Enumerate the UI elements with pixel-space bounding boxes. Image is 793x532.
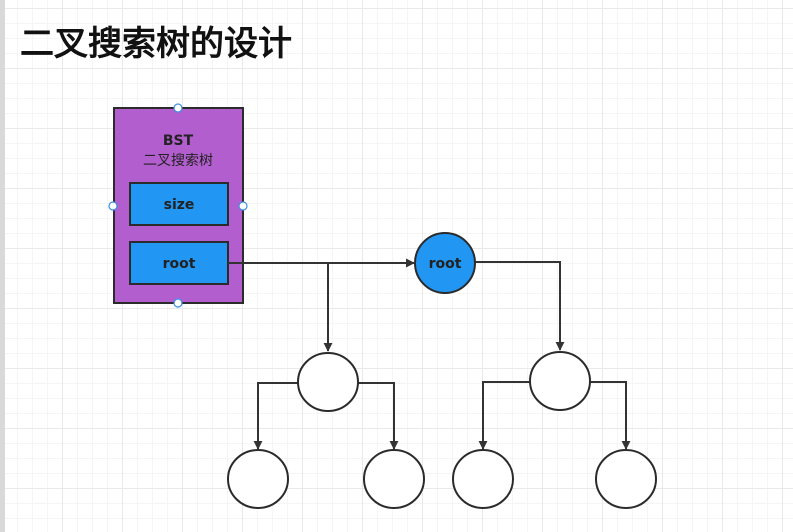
right-right-node[interactable] (595, 449, 657, 509)
resize-handle-top[interactable] (173, 103, 183, 113)
edge-root-to-right-child[interactable] (475, 261, 565, 351)
left-left-node[interactable] (227, 449, 289, 509)
canvas-left-edge (0, 0, 5, 532)
bst-class-box[interactable]: BST 二叉搜索树 size root (108, 103, 248, 308)
root-field-label: root (163, 256, 196, 272)
resize-handle-bottom[interactable] (173, 298, 183, 308)
edge-right-child-to-right-left[interactable] (478, 381, 531, 450)
edge-left-child-to-left-right[interactable] (357, 382, 399, 450)
bst-class-name: BST (163, 133, 194, 149)
left-child-node[interactable] (297, 352, 359, 412)
right-child-node[interactable] (529, 351, 591, 411)
right-left-node[interactable] (452, 449, 514, 509)
size-field[interactable] (129, 182, 229, 226)
root-node-label: root (429, 256, 462, 272)
resize-handle-left[interactable] (108, 201, 118, 211)
edge-left-child-to-left-left[interactable] (253, 382, 298, 450)
resize-handle-right[interactable] (238, 201, 248, 211)
root-node[interactable]: root (414, 232, 476, 294)
page-title: 二叉搜索树的设计 (20, 24, 292, 64)
edge-right-child-to-right-right[interactable] (590, 381, 631, 450)
size-field-label: size (164, 197, 195, 213)
left-right-node[interactable] (363, 449, 425, 509)
root-node-circle[interactable] (414, 232, 476, 294)
root-field[interactable] (129, 241, 229, 285)
bst-class-subtitle: 二叉搜索树 (143, 152, 213, 169)
